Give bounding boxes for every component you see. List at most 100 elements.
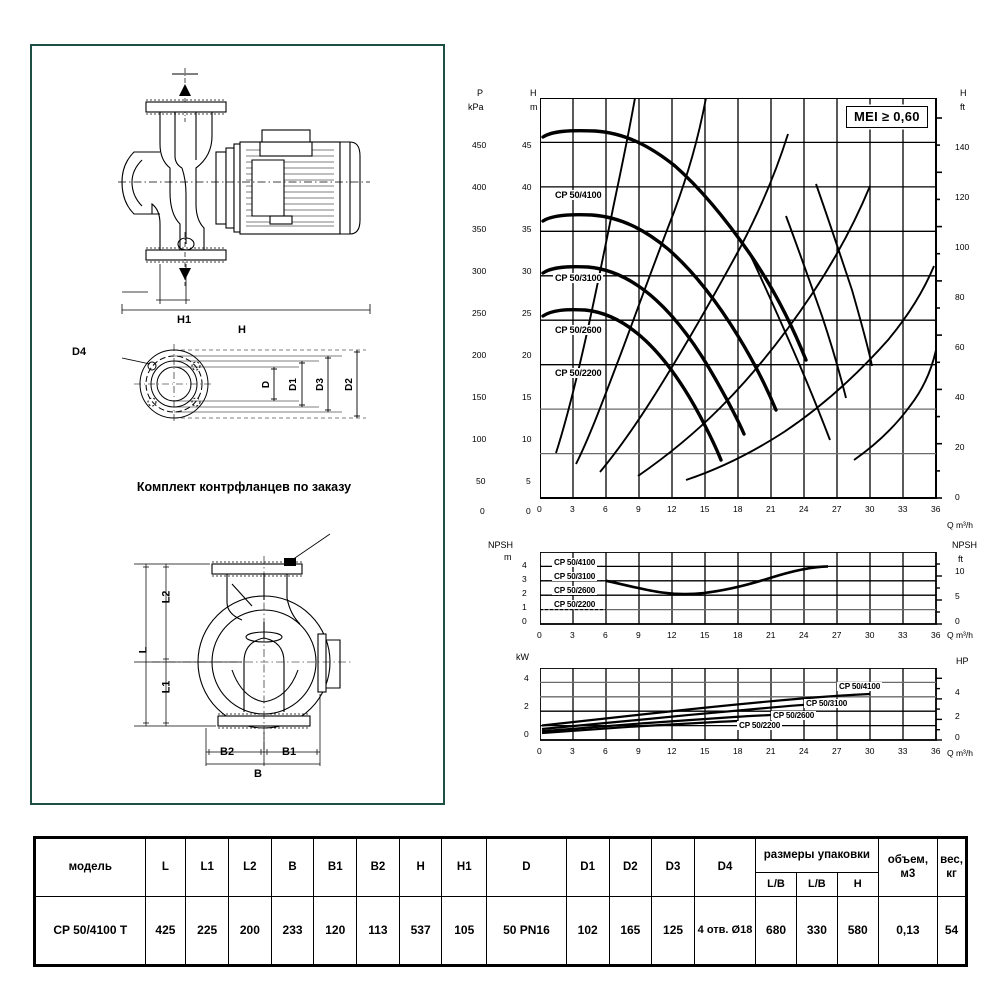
head-plot [540,98,942,499]
head-x-tick-18: 18 [733,504,743,514]
dim-label-b1: B1 [282,746,297,758]
hft-tick-40: 40 [955,392,965,402]
power-x-tick-3: 3 [570,746,575,756]
head-x-tick-30: 30 [865,504,875,514]
th-pack-h: H [836,872,879,897]
npsh-axis-unit-right: ft [958,554,964,564]
power-x-tick-33: 33 [898,746,908,756]
npsh-tick-4: 4 [522,560,527,570]
cell-model: CP 50/4100 T [35,896,146,965]
th-h: H [398,838,443,897]
npsh-x-tick-24: 24 [799,630,809,640]
axis-unit-m: m [530,102,538,112]
p-tick-0: 0 [480,506,485,516]
th-pack-lb1: L/B [755,872,797,897]
th-model: модель [35,838,146,897]
hm-tick-5: 5 [526,476,531,486]
dim-label-l: L [137,646,150,654]
power-curve-label-2600: CP 50/2600 [771,711,817,720]
npsh-x-tick-3: 3 [570,630,575,640]
cell-weight: 54 [937,896,966,965]
dim-label-l2: L2 [160,590,173,604]
npsh-tick-3: 3 [522,574,527,584]
p-tick-300: 300 [472,266,487,276]
hft-tick-140: 140 [955,142,970,152]
npsh-curve-label-2600: CP 50/2600 [552,586,598,595]
p-tick-200: 200 [472,350,487,360]
npsh-axis-title-q: Q m³/h [947,630,973,640]
power-axis-title-hp: HP [956,656,969,666]
hp-tick-4: 4 [955,687,960,697]
npsh-x-tick-33: 33 [898,630,908,640]
power-curve-label-3100: CP 50/3100 [804,699,850,708]
npsh-x-tick-18: 18 [733,630,743,640]
hft-tick-0: 0 [955,492,960,502]
th-d1: D1 [565,838,610,897]
dim-label-h1: H1 [177,314,192,326]
p-tick-400: 400 [472,182,487,192]
head-x-tick-3: 3 [570,504,575,514]
npsh-plot [540,552,942,625]
npsh-x-tick-15: 15 [700,630,710,640]
th-pack-lb2: L/B [795,872,838,897]
head-x-tick-0: 0 [537,504,542,514]
kw-tick-4: 4 [524,673,529,683]
th-d4: D4 [693,838,757,897]
head-x-tick-15: 15 [700,504,710,514]
cell-pack-lb1: 680 [755,896,797,965]
th-b1: B1 [313,838,358,897]
hp-tick-2: 2 [955,711,960,721]
th-l: L [144,838,187,897]
hm-tick-15: 15 [522,392,532,402]
power-x-tick-21: 21 [766,746,776,756]
head-curve-label-2600: CP 50/2600 [553,325,604,335]
head-x-tick-27: 27 [832,504,842,514]
dim-label-d: D [261,380,273,389]
p-tick-150: 150 [472,392,487,402]
cell-b2: 113 [356,896,400,965]
th-h1: H1 [441,838,488,897]
npsh-curve-label-2200: CP 50/2200 [552,600,598,609]
cell-volume: 0,13 [877,896,939,965]
dim-label-b: B [254,768,262,780]
th-d2: D2 [608,838,653,897]
head-x-tick-6: 6 [603,504,608,514]
hm-tick-40: 40 [522,182,532,192]
head-x-tick-36: 36 [931,504,941,514]
power-x-tick-30: 30 [865,746,875,756]
specification-table: модель L L1 L2 B B1 B2 H H1 D D1 D2 D3 D… [33,836,968,967]
cell-l2: 200 [228,896,272,965]
hm-tick-25: 25 [522,308,532,318]
power-x-tick-18: 18 [733,746,743,756]
p-tick-50: 50 [476,476,486,486]
cell-d: 50 PN16 [486,896,567,965]
npsh-axis-title-left: NPSH [488,540,514,550]
hm-tick-20: 20 [522,350,532,360]
power-x-tick-0: 0 [537,746,542,756]
power-x-tick-36: 36 [931,746,941,756]
p-tick-250: 250 [472,308,487,318]
npsh-x-tick-30: 30 [865,630,875,640]
power-curve-label-4100: CP 50/4100 [837,682,883,691]
npsh-x-tick-27: 27 [832,630,842,640]
npsh-ft-tick-10: 10 [955,566,965,576]
cell-h1: 105 [441,896,488,965]
power-x-tick-27: 27 [832,746,842,756]
axis-title-q: Q m³/h [947,520,973,530]
npsh-x-tick-21: 21 [766,630,776,640]
dim-label-b2: B2 [220,746,235,758]
axis-title-p: P [477,88,484,98]
cell-pack-lb2: 330 [795,896,838,965]
drawing-panel: H1 H [30,44,445,805]
npsh-curve-label-4100: CP 50/4100 [552,558,598,567]
power-chart: kW HP Q m³/h 4 2 0 4 2 0 [460,652,990,772]
dim-label-d3: D3 [314,378,326,391]
p-tick-350: 350 [472,224,487,234]
npsh-chart: NPSH m NPSH ft Q m³/h 4 3 2 1 0 10 5 0 [460,538,990,653]
npsh-ft-tick-5: 5 [955,591,960,601]
cell-h: 537 [398,896,443,965]
npsh-x-tick-9: 9 [636,630,641,640]
hp-tick-0: 0 [955,732,960,742]
th-weight: вес, кг [937,838,966,897]
th-d3: D3 [651,838,695,897]
